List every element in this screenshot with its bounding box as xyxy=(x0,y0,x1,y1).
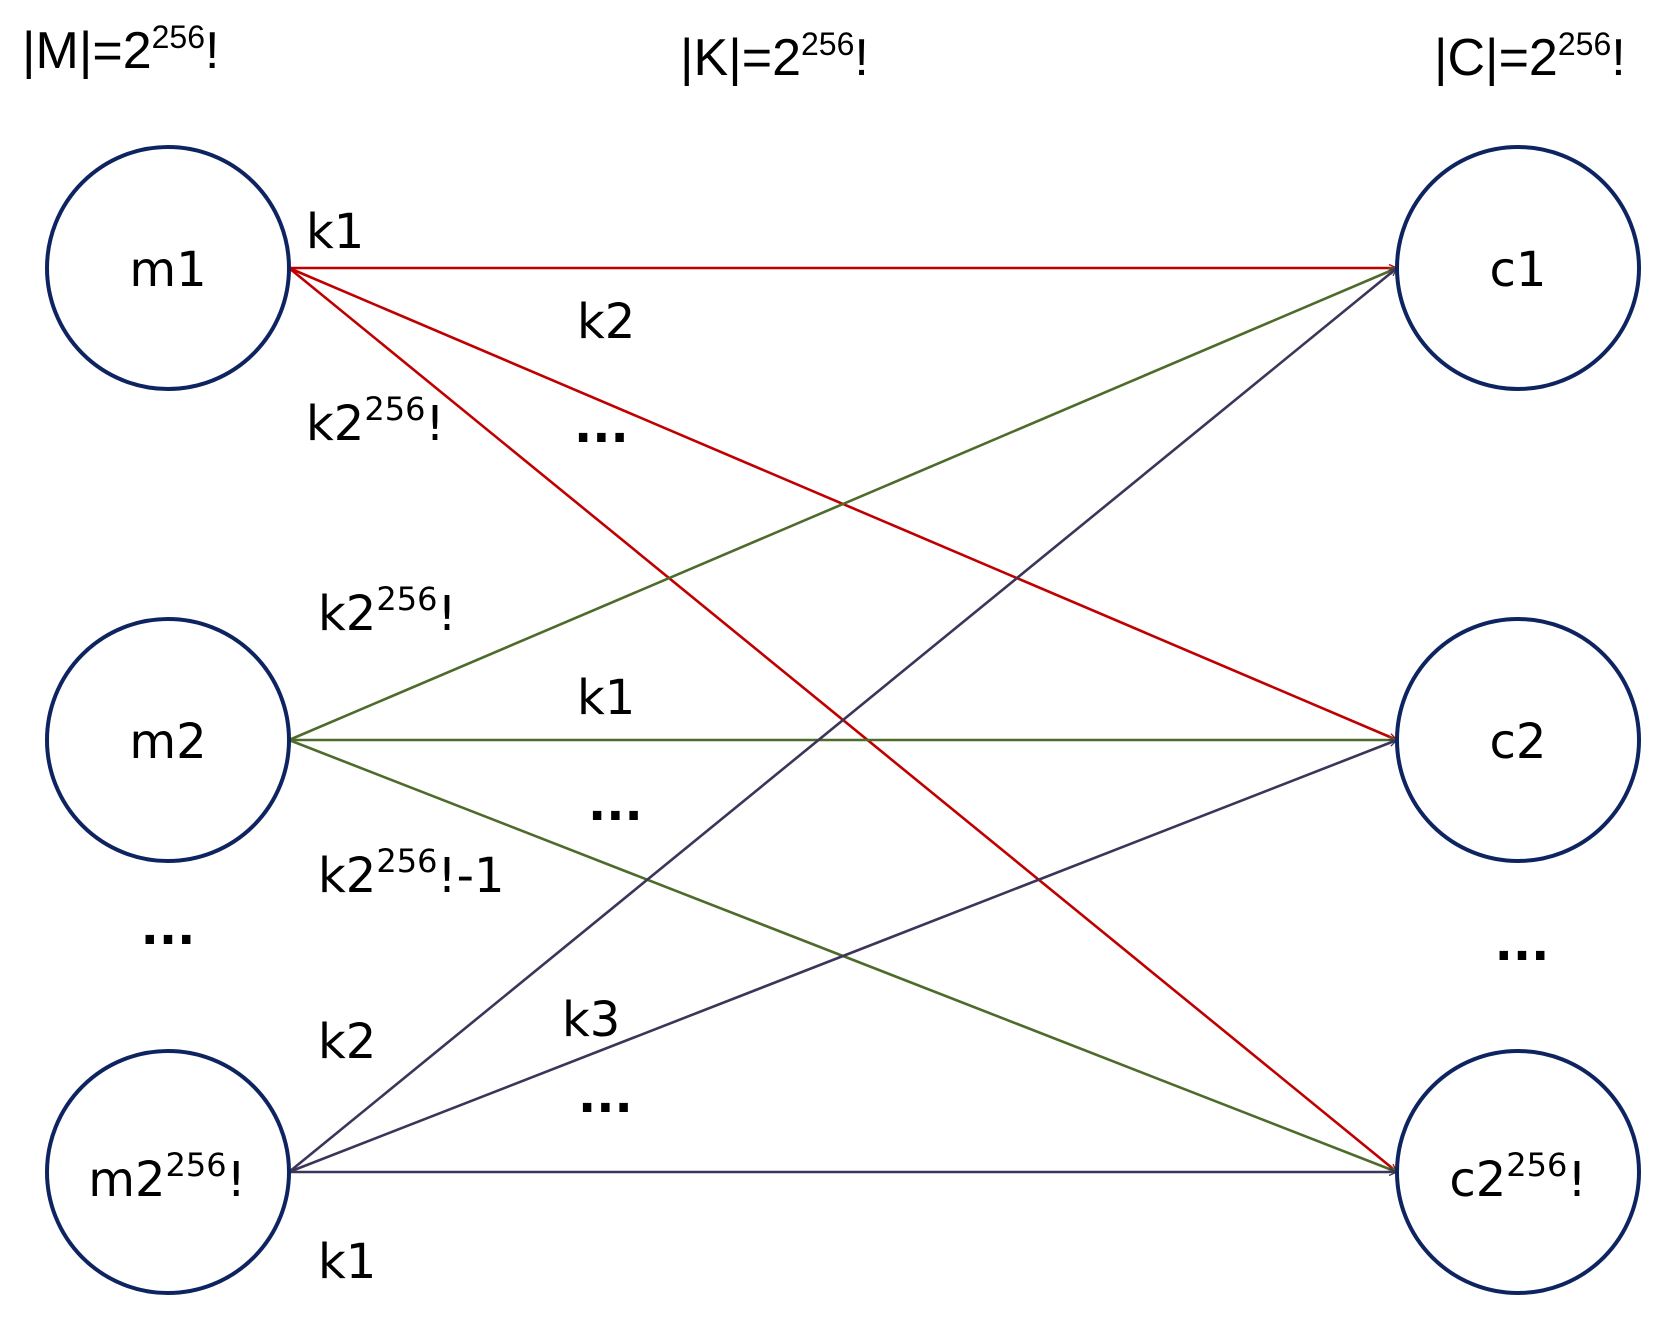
ciphertext-space-size: |C|=2256! xyxy=(1434,26,1626,87)
edge-label-mlast-c1: k2 xyxy=(318,1014,376,1070)
node-m2 xyxy=(45,617,291,863)
node-c2-label: c2 xyxy=(1490,714,1547,770)
edge-mlast-c1 xyxy=(288,268,1397,1174)
edge-label-m2-c1: k2256! xyxy=(318,580,457,642)
node-c1-label: c1 xyxy=(1490,242,1547,298)
edge-label-m2-c2: k1 xyxy=(577,670,635,726)
edge-mlast-c2 xyxy=(288,738,1397,1174)
node-c2 xyxy=(1395,617,1641,863)
edge-label-m2-clast: k2256!-1 xyxy=(318,842,505,904)
message-space-size: |M|=2256! xyxy=(22,19,219,80)
messages-ellipsis: ... xyxy=(141,900,196,956)
node-m2-label: m2 xyxy=(129,714,206,770)
node-c1 xyxy=(1395,145,1641,391)
node-mlast-label: m2256! xyxy=(88,1146,246,1208)
key-space-size: |K|=2256! xyxy=(680,26,869,87)
edge-label-m1-c2: k2 xyxy=(577,294,635,350)
ciphertexts-ellipsis: ... xyxy=(1495,916,1550,972)
edge-ellipsis-m2: ... xyxy=(588,776,643,832)
edge-label-m1-c1: k1 xyxy=(306,204,364,260)
node-clast-label: c2256! xyxy=(1449,1146,1586,1208)
node-mlast xyxy=(45,1049,291,1295)
edge-label-m1-clast: k2256! xyxy=(306,390,445,452)
edge-ellipsis-mlast: ... xyxy=(578,1068,633,1124)
node-m1-label: m1 xyxy=(129,242,206,298)
node-m1 xyxy=(45,145,291,391)
edge-m2-c1 xyxy=(288,266,1397,742)
node-clast xyxy=(1395,1049,1641,1295)
edge-label-mlast-clast: k1 xyxy=(318,1234,376,1290)
edge-label-mlast-c2: k3 xyxy=(562,992,620,1048)
edge-ellipsis-m1: ... xyxy=(574,398,629,454)
